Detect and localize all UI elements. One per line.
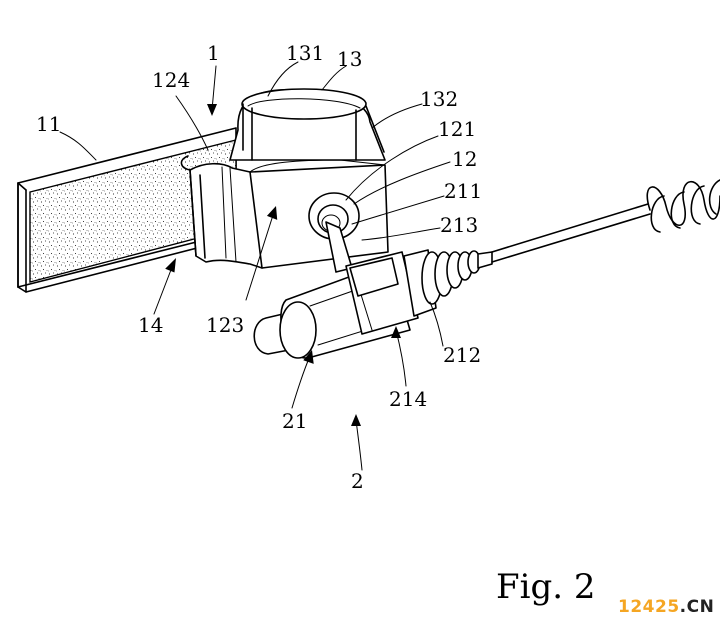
reference-numerals: 1 11 124 131 13 132 121 12 211 213 14 12… — [36, 41, 482, 493]
label-11: 11 — [36, 112, 61, 136]
cable — [491, 179, 720, 263]
watermark-domain: .CN — [680, 597, 715, 617]
label-123: 123 — [206, 313, 244, 337]
label-21: 21 — [282, 409, 307, 433]
label-12: 12 — [452, 147, 477, 171]
clip-body — [180, 88, 389, 269]
plug-connector — [253, 221, 493, 359]
label-2: 2 — [351, 469, 364, 493]
label-121: 121 — [438, 117, 476, 141]
label-211: 211 — [444, 179, 482, 203]
label-13: 13 — [337, 47, 362, 71]
watermark: 12425.CN — [618, 597, 714, 617]
figure-caption: Fig. 2 — [496, 567, 595, 607]
label-132: 132 — [420, 87, 458, 111]
label-214: 214 — [389, 387, 427, 411]
label-213: 213 — [440, 213, 478, 237]
label-124: 124 — [152, 68, 190, 92]
watermark-number: 12425 — [618, 597, 680, 617]
label-1: 1 — [207, 41, 220, 65]
label-212: 212 — [443, 343, 481, 367]
leader-lines — [59, 61, 451, 471]
svg-text:12425.CN: 12425.CN — [618, 597, 714, 617]
label-131: 131 — [286, 41, 324, 65]
label-14: 14 — [138, 313, 163, 337]
